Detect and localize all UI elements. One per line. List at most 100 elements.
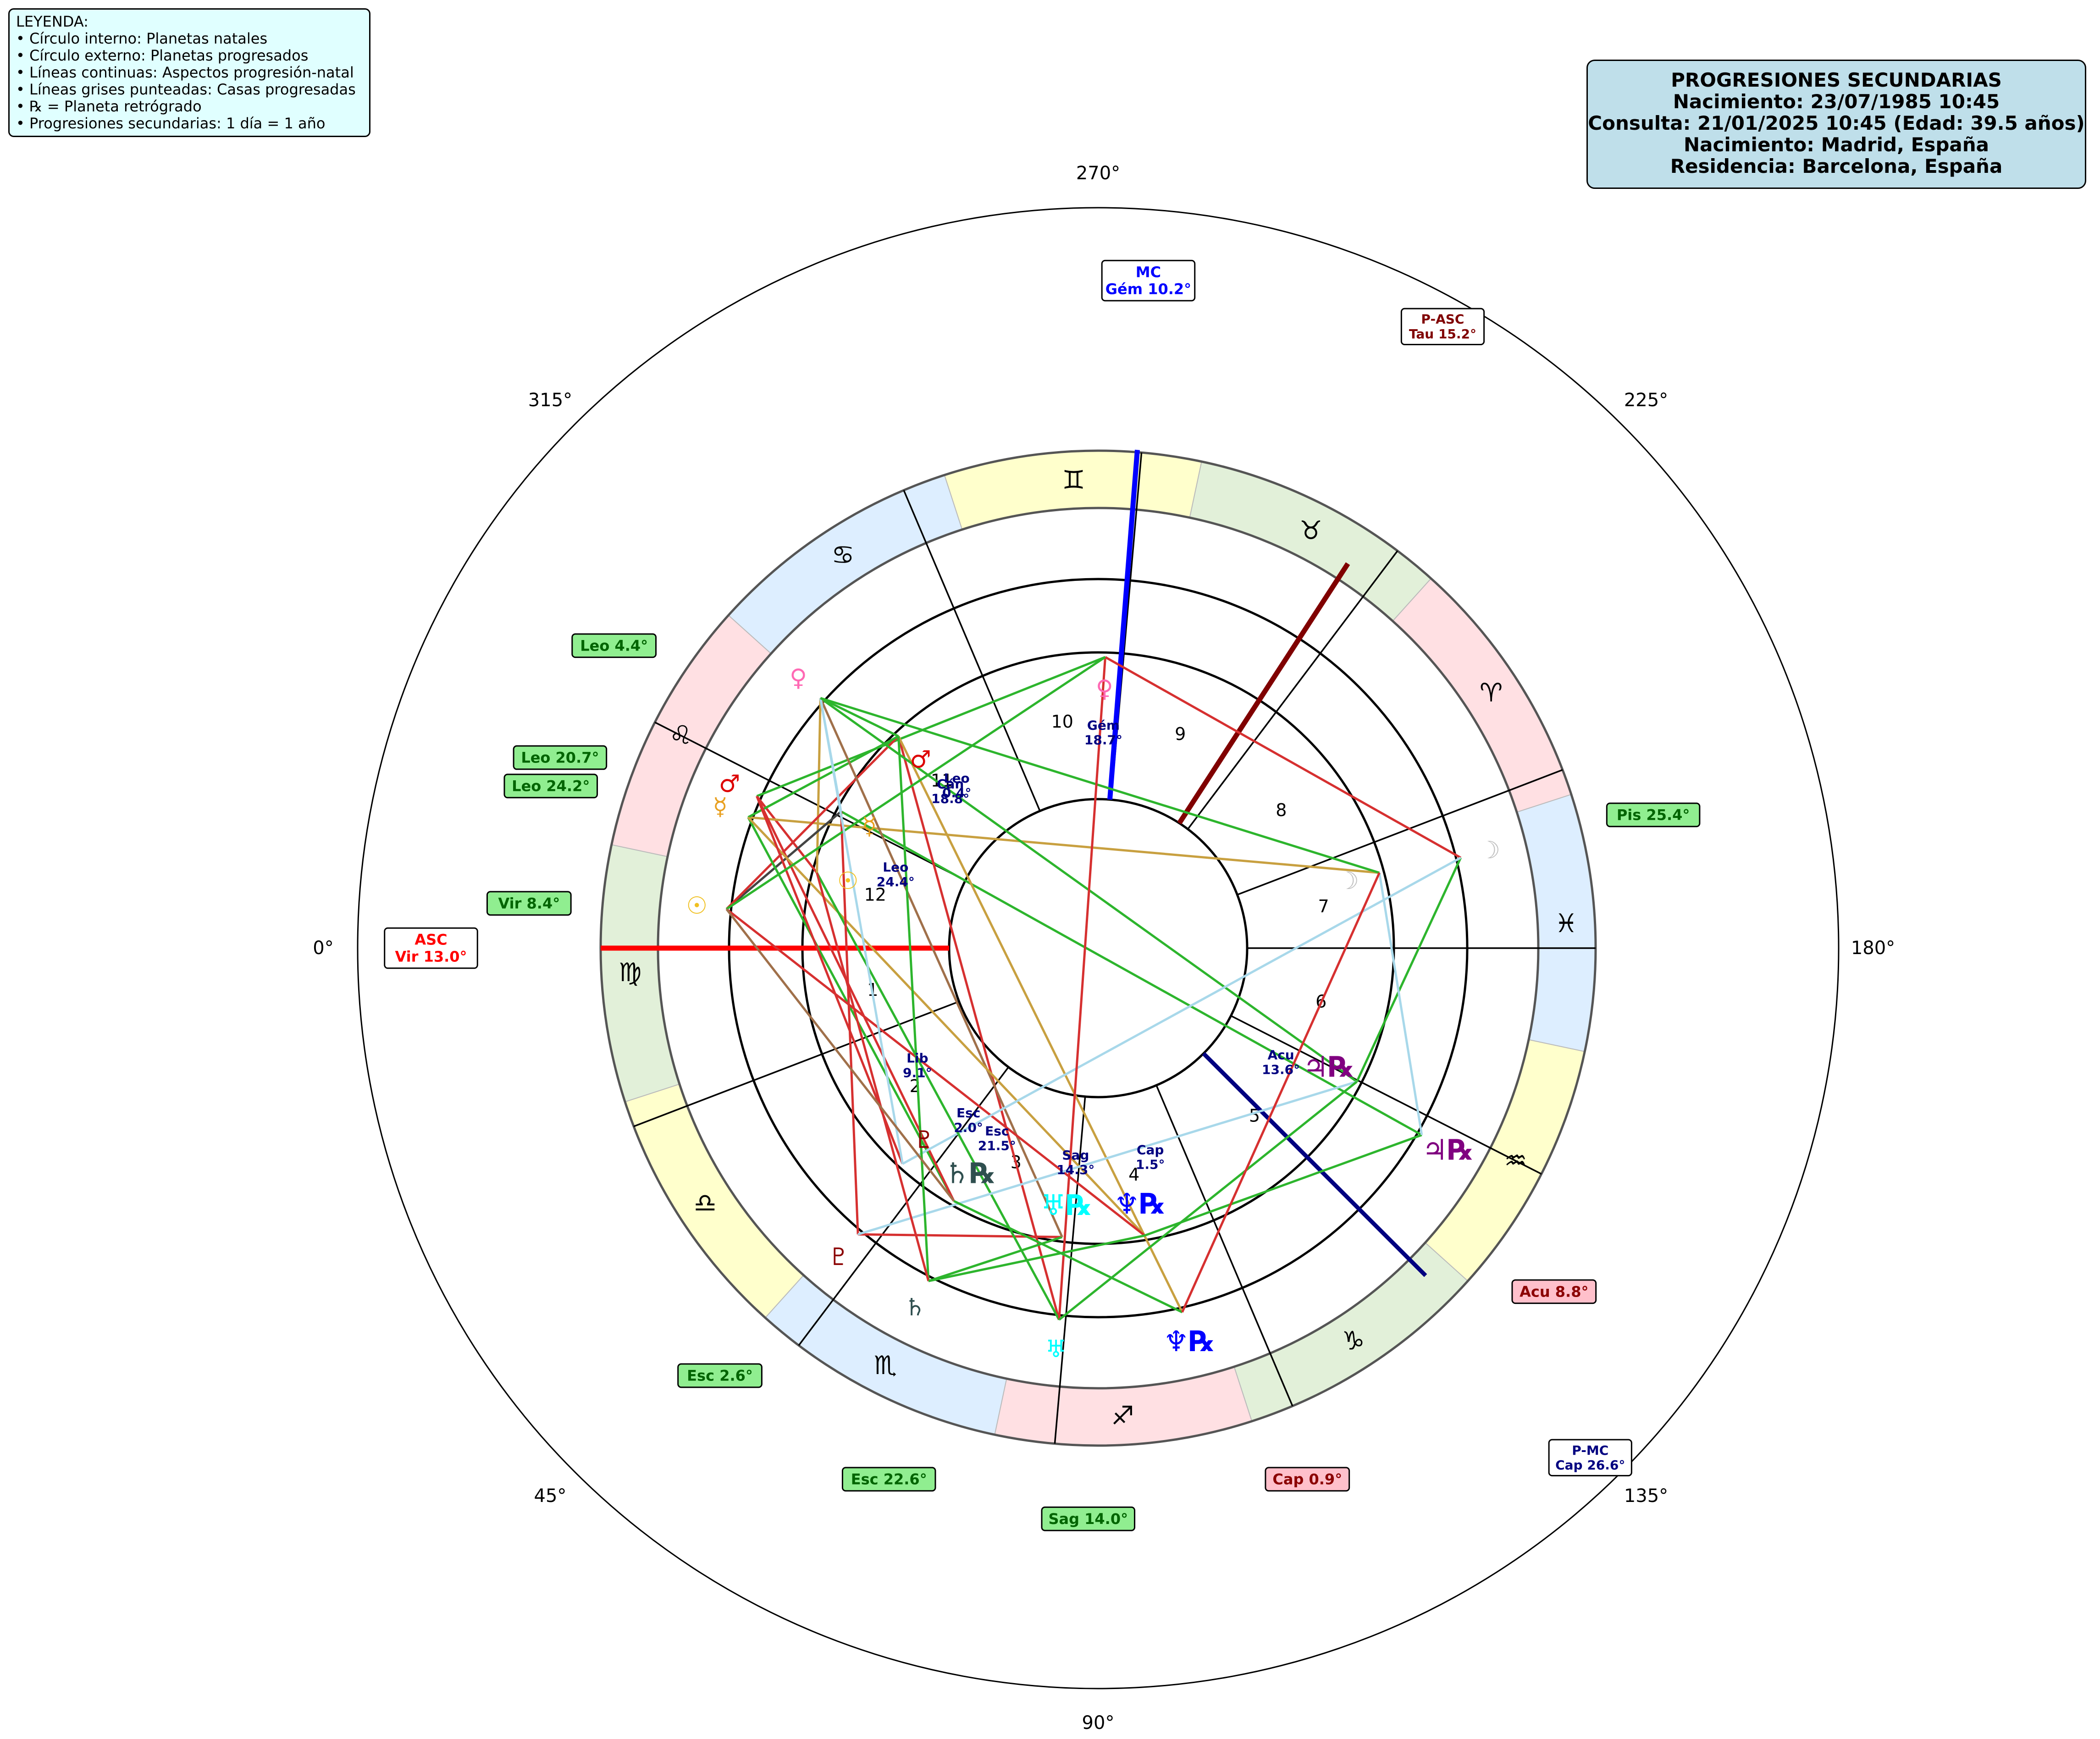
progressed-sun-icon: ☉ bbox=[686, 892, 708, 920]
aspect-line bbox=[756, 795, 818, 874]
svg-text:P-MC: P-MC bbox=[1572, 1443, 1608, 1458]
aspect-line bbox=[726, 656, 1106, 910]
zodiac-sign-icon: ♏ bbox=[874, 1351, 897, 1380]
legend: LEYENDA: • Círculo interno: Planetas nat… bbox=[8, 8, 370, 137]
aspect-line bbox=[928, 1234, 1145, 1282]
zodiac-sign-icon: ♎ bbox=[694, 1188, 717, 1218]
aspect-line bbox=[816, 872, 930, 1281]
aspect-line bbox=[748, 816, 1380, 874]
svg-text:ASC: ASC bbox=[414, 931, 447, 949]
jupiter-icon: ♃℞ bbox=[1303, 1050, 1354, 1084]
house-cusp bbox=[1155, 1085, 1293, 1407]
svg-text:Acu: Acu bbox=[1267, 1048, 1294, 1063]
outer-position-label: Sag 14.0° bbox=[1041, 1506, 1136, 1531]
house-cusp bbox=[903, 490, 1041, 812]
svg-text:Cap: Cap bbox=[1137, 1143, 1164, 1158]
aspect-line bbox=[1058, 1081, 1358, 1321]
legend-item: • ℞ = Planeta retrógrado bbox=[16, 98, 202, 115]
progressed-venus-icon: ♀ bbox=[790, 664, 807, 692]
legend-item: • Círculo interno: Planetas natales bbox=[16, 30, 268, 47]
pluto-icon: ♇ bbox=[913, 1126, 935, 1154]
sun-icon: ☉ bbox=[837, 867, 859, 895]
degree-label: 180° bbox=[1851, 938, 1895, 959]
outer-position-label: Vir 8.4° bbox=[486, 891, 572, 916]
aspect-line bbox=[840, 810, 1423, 1136]
progressed-saturn-icon: ♄ bbox=[904, 1294, 926, 1321]
p-mc-line bbox=[1202, 1052, 1427, 1277]
aspect-line bbox=[725, 908, 1146, 1237]
svg-text:0.4°: 0.4° bbox=[942, 785, 972, 800]
svg-text:Acu 8.8°: Acu 8.8° bbox=[1520, 1283, 1588, 1300]
aspect-line bbox=[897, 736, 930, 1281]
zodiac-sign-icon: ♈ bbox=[1480, 678, 1503, 708]
aspect-line bbox=[1378, 872, 1423, 1135]
aspect-line bbox=[928, 1236, 1063, 1282]
info-box: PROGRESIONES SECUNDARIAS Nacimiento: 23/… bbox=[1586, 60, 2086, 189]
outer-position-label: Leo 24.2° bbox=[503, 773, 598, 799]
svg-text:Sag 14.0°: Sag 14.0° bbox=[1048, 1510, 1128, 1528]
degree-label: 225° bbox=[1624, 390, 1668, 411]
aspect-line bbox=[725, 810, 842, 910]
degree-label: 0° bbox=[313, 938, 333, 959]
aspect-line bbox=[819, 697, 1063, 1238]
info-birth-place: Nacimiento: Madrid, España bbox=[1684, 133, 1989, 156]
degree-label: 270° bbox=[1076, 163, 1120, 184]
aspect-line bbox=[953, 1200, 1183, 1314]
aspect-line bbox=[820, 697, 1380, 874]
degree-label: 45° bbox=[534, 1485, 567, 1507]
svg-text:Vir 13.0°: Vir 13.0° bbox=[395, 948, 467, 965]
house-number: 9 bbox=[1175, 724, 1186, 744]
legend-item: • Progresiones secundarias: 1 día = 1 añ… bbox=[16, 115, 326, 132]
outer-circle bbox=[357, 207, 1840, 1689]
svg-text:Sag: Sag bbox=[1062, 1148, 1089, 1163]
svg-text:Tau 15.2°: Tau 15.2° bbox=[1409, 326, 1476, 342]
aspect-line bbox=[1144, 1134, 1422, 1237]
svg-text:18.7°: 18.7° bbox=[1084, 733, 1122, 748]
legend-item: • Líneas grises punteadas: Casas progres… bbox=[16, 81, 356, 98]
aspect-line bbox=[820, 697, 899, 738]
outer-position-label: Esc 2.6° bbox=[677, 1363, 763, 1388]
legend-item: • Líneas continuas: Aspectos progresión-… bbox=[16, 64, 354, 81]
svg-text:Leo: Leo bbox=[944, 771, 970, 786]
legend-item: • Círculo externo: Planetas progresados bbox=[16, 47, 309, 64]
aspect-line bbox=[1356, 857, 1462, 1082]
aspect-line bbox=[858, 1233, 1062, 1238]
degree-label: 135° bbox=[1624, 1485, 1668, 1507]
outer-position-label: Pis 25.4° bbox=[1606, 802, 1701, 828]
house-number: 8 bbox=[1276, 800, 1287, 820]
aspect-lines bbox=[725, 656, 1462, 1321]
mc-line bbox=[1107, 449, 1140, 800]
svg-text:24.4°: 24.4° bbox=[877, 874, 915, 889]
svg-text:Cán: Cán bbox=[937, 776, 964, 791]
house-number: 12 bbox=[864, 884, 886, 905]
svg-text:13.6°: 13.6° bbox=[1262, 1062, 1300, 1077]
zodiac-sign-icon: ♓ bbox=[1554, 909, 1577, 939]
degree-label: 315° bbox=[528, 390, 572, 411]
svg-text:Cap 0.9°: Cap 0.9° bbox=[1272, 1470, 1342, 1488]
outer-position-label: Esc 22.6° bbox=[841, 1467, 936, 1492]
progressed-jupiter-icon: ♃℞ bbox=[1422, 1133, 1473, 1167]
aspect-line bbox=[840, 811, 859, 1235]
outer-position-label: Cap 0.9° bbox=[1265, 1467, 1350, 1492]
svg-text:Cap 26.6°: Cap 26.6° bbox=[1555, 1457, 1625, 1473]
aspect-line bbox=[816, 698, 822, 873]
house-number: 7 bbox=[1318, 896, 1329, 916]
svg-text:Vir 8.4°: Vir 8.4° bbox=[498, 894, 560, 912]
aspect-line bbox=[1181, 872, 1381, 1313]
svg-text:P-ASC: P-ASC bbox=[1421, 312, 1464, 327]
house-cusp bbox=[633, 1000, 960, 1127]
svg-text:Lib: Lib bbox=[906, 1050, 928, 1065]
zodiac-sign-icon: ♍ bbox=[619, 958, 641, 988]
zodiac-sign-icon: ♋ bbox=[831, 540, 854, 570]
zodiac-sign-icon: ♐ bbox=[1111, 1401, 1134, 1431]
house-cusp bbox=[798, 1066, 1009, 1346]
